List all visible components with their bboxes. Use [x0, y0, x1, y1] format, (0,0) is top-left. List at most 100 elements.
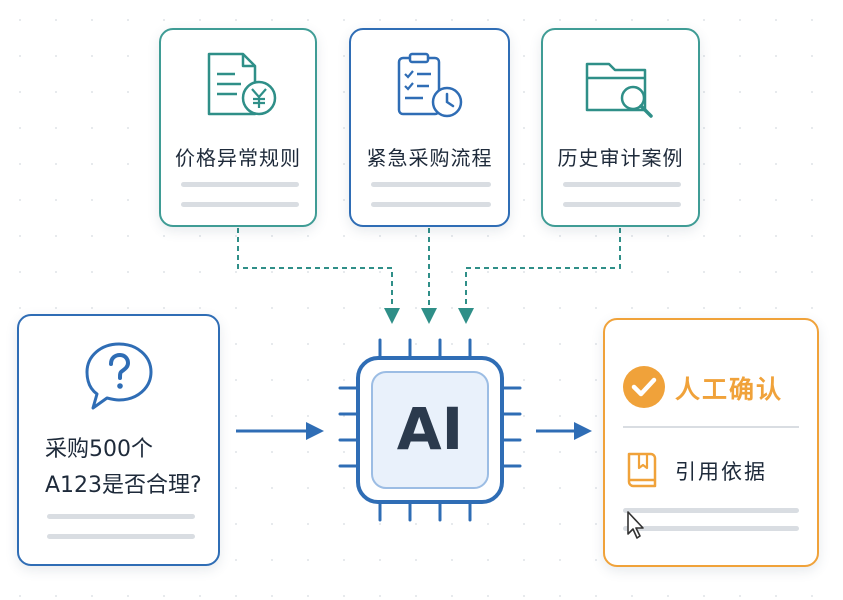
placeholder-line — [563, 202, 681, 207]
grid-dot — [379, 559, 381, 561]
grid-dot — [523, 307, 525, 309]
grid-dot — [811, 127, 813, 129]
grid-dot — [523, 55, 525, 57]
grid-dot — [559, 487, 561, 489]
grid-dot — [307, 235, 309, 237]
grid-dot — [127, 595, 129, 597]
grid-dot — [487, 307, 489, 309]
grid-dot — [451, 19, 453, 21]
grid-dot — [559, 595, 561, 597]
grid-dot — [595, 271, 597, 273]
source-label: 价格异常规则 — [175, 146, 301, 170]
grid-dot — [91, 307, 93, 309]
grid-dot — [451, 595, 453, 597]
grid-dot — [487, 19, 489, 21]
grid-dot — [19, 127, 21, 129]
grid-dot — [235, 379, 237, 381]
grid-dot — [595, 523, 597, 525]
grid-dot — [811, 235, 813, 237]
source-card-urgent-process: 紧急采购流程 — [349, 28, 510, 227]
question-card: 采购500个 A123是否合理? — [17, 314, 220, 566]
grid-dot — [703, 127, 705, 129]
grid-dot — [559, 415, 561, 417]
grid-dot — [559, 451, 561, 453]
grid-dot — [451, 271, 453, 273]
grid-dot — [523, 523, 525, 525]
grid-dot — [703, 19, 705, 21]
grid-dot — [19, 595, 21, 597]
grid-dot — [343, 523, 345, 525]
grid-dot — [811, 271, 813, 273]
grid-dot — [667, 19, 669, 21]
grid-dot — [559, 307, 561, 309]
grid-dot — [379, 523, 381, 525]
grid-dot — [343, 379, 345, 381]
grid-dot — [595, 235, 597, 237]
grid-dot — [595, 379, 597, 381]
grid-dot — [271, 271, 273, 273]
grid-dot — [559, 379, 561, 381]
grid-dot — [631, 271, 633, 273]
grid-dot — [91, 235, 93, 237]
grid-dot — [235, 595, 237, 597]
grid-dot — [199, 307, 201, 309]
grid-dot — [19, 19, 21, 21]
question-bubble-icon — [85, 342, 153, 410]
placeholder-line — [47, 514, 195, 519]
grid-dot — [127, 271, 129, 273]
grid-dot — [811, 91, 813, 93]
placeholder-line — [181, 202, 299, 207]
grid-dot — [523, 235, 525, 237]
grid-dot — [775, 595, 777, 597]
grid-dot — [703, 271, 705, 273]
grid-dot — [667, 595, 669, 597]
grid-dot — [415, 307, 417, 309]
placeholder-line — [371, 202, 491, 207]
grid-dot — [775, 199, 777, 201]
grid-dot — [739, 19, 741, 21]
grid-dot — [379, 235, 381, 237]
question-line-1: 采购500个 — [45, 437, 153, 462]
placeholder-line — [563, 182, 681, 187]
grid-dot — [631, 595, 633, 597]
grid-dot — [703, 199, 705, 201]
grid-dot — [703, 91, 705, 93]
grid-dot — [415, 559, 417, 561]
confirm-label: 人工确认 — [675, 375, 784, 404]
grid-dot — [343, 559, 345, 561]
grid-dot — [775, 235, 777, 237]
grid-dot — [595, 307, 597, 309]
grid-dot — [91, 91, 93, 93]
output-card: 人工确认 引用依据 — [603, 318, 819, 567]
grid-dot — [91, 199, 93, 201]
placeholder-line — [623, 526, 799, 531]
grid-dot — [775, 271, 777, 273]
grid-dot — [55, 127, 57, 129]
grid-dot — [163, 235, 165, 237]
grid-dot — [19, 55, 21, 57]
grid-dot — [595, 343, 597, 345]
grid-dot — [307, 451, 309, 453]
grid-dot — [55, 271, 57, 273]
grid-dot — [127, 235, 129, 237]
grid-dot — [307, 271, 309, 273]
grid-dot — [811, 595, 813, 597]
grid-dot — [127, 19, 129, 21]
grid-dot — [127, 91, 129, 93]
grid-dot — [451, 559, 453, 561]
grid-dot — [127, 163, 129, 165]
chip-icon — [338, 338, 522, 522]
grid-dot — [559, 235, 561, 237]
grid-dot — [415, 343, 417, 345]
grid-dot — [559, 523, 561, 525]
grid-dot — [703, 163, 705, 165]
grid-dot — [559, 271, 561, 273]
grid-dot — [739, 91, 741, 93]
grid-dot — [271, 451, 273, 453]
grid-dot — [235, 487, 237, 489]
grid-dot — [235, 343, 237, 345]
grid-dot — [271, 595, 273, 597]
dashed-connector-1 — [237, 228, 400, 324]
